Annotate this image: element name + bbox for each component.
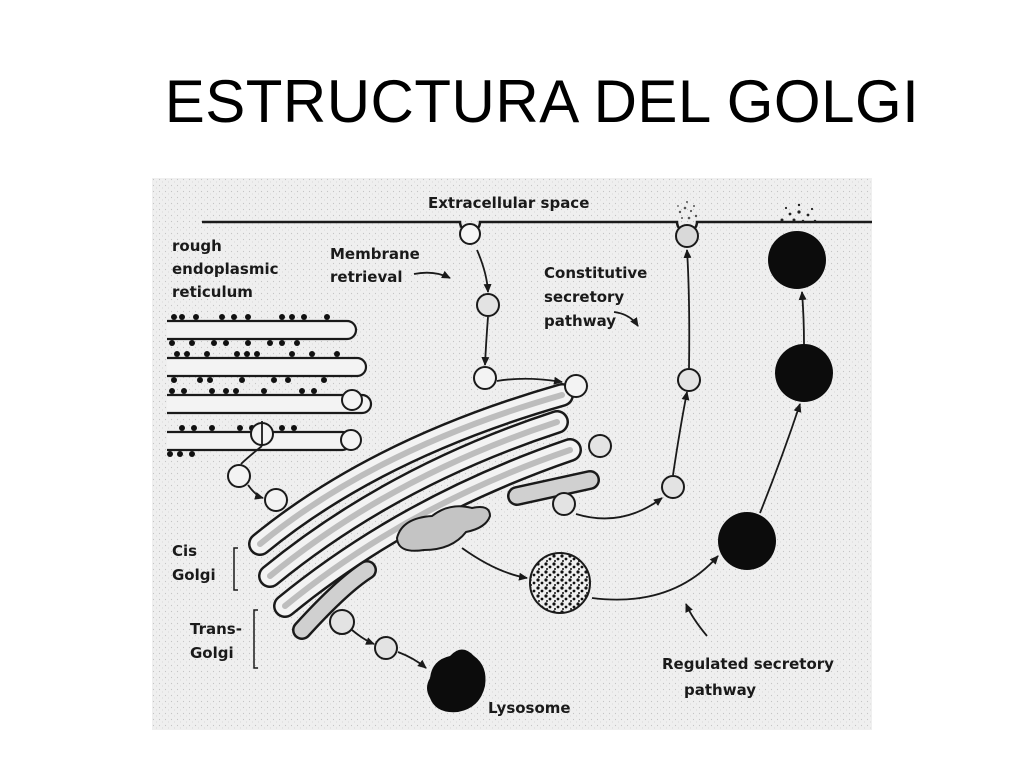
vesicle-to-cis-arrow — [247, 484, 264, 500]
golgi-stack — [248, 383, 582, 640]
constitutive-vesicle — [677, 368, 701, 392]
cis-golgi-vesicle — [340, 429, 362, 451]
label-constitutive-1: Constitutive — [544, 264, 647, 282]
constitutive-vesicle — [661, 475, 685, 499]
transport-vesicle — [264, 488, 288, 512]
label-rough-er-2: endoplasmic — [172, 260, 279, 278]
constitutive-route-arrow — [575, 497, 663, 520]
lysosomal-vesicle — [374, 636, 398, 660]
regulated-pointer — [685, 603, 708, 637]
to-lysosome-arrow — [397, 651, 427, 669]
golgi-vesicle — [564, 374, 588, 398]
label-rough-er-1: rough — [172, 237, 222, 255]
label-trans-golgi-1: Trans- — [190, 620, 242, 638]
er-bud-vesicle — [341, 389, 363, 411]
regulated-up-arrow — [759, 403, 802, 514]
retrieval-arrow — [481, 316, 490, 366]
constitutive-release-arrow — [683, 249, 692, 369]
constitutive-pointer — [613, 311, 639, 327]
label-membrane-retrieval-2: retrieval — [330, 268, 403, 286]
exocytosing-granule — [768, 231, 826, 289]
golgi-diagram: Extracellular space rough endoplasmic re… — [152, 178, 872, 730]
regulated-release-arrow — [798, 291, 807, 345]
label-extracellular-space: Extracellular space — [428, 194, 589, 212]
vacuole-to-granule-arrow — [461, 547, 528, 581]
trans-golgi-vesicle — [329, 609, 355, 635]
label-constitutive-2: secretory — [544, 288, 624, 306]
trans-bracket — [253, 609, 258, 669]
constitutive-fusion-vesicle — [675, 224, 699, 248]
label-regulated-2: pathway — [684, 681, 756, 699]
label-constitutive-3: pathway — [544, 312, 616, 330]
er-connector — [240, 445, 263, 465]
retrieved-vesicle — [473, 366, 497, 390]
constitutive-up-arrow — [672, 391, 690, 476]
label-rough-er-3: reticulum — [172, 283, 253, 301]
regulated-release-cloud — [780, 203, 817, 223]
condensing-vacuole — [395, 505, 492, 552]
membrane-retrieval-pointer — [413, 270, 451, 279]
golgi-diagram-svg: Extracellular space rough endoplasmic re… — [152, 178, 872, 730]
secretory-granule — [718, 512, 776, 570]
immature-secretory-granule — [529, 552, 591, 614]
label-cis-golgi-1: Cis — [172, 542, 197, 560]
label-cis-golgi-2: Golgi — [172, 566, 216, 584]
secretory-granule — [775, 344, 833, 402]
transport-vesicle — [227, 464, 251, 488]
ribosomes — [167, 314, 340, 457]
slide-title: ESTRUCTURA DEL GOLGI — [164, 68, 920, 135]
label-membrane-retrieval-1: Membrane — [330, 245, 420, 263]
diagram-texture — [152, 178, 872, 730]
budding-vesicle — [552, 492, 576, 516]
constitutive-release-cloud — [677, 201, 698, 220]
golgi-arrow — [496, 376, 563, 385]
maturation-arrow — [591, 555, 719, 601]
trans-to-vesicle-arrow — [351, 629, 375, 645]
label-trans-golgi-2: Golgi — [190, 644, 234, 662]
endocytosis-arrow — [476, 249, 492, 293]
cis-bracket — [233, 547, 238, 591]
endocytic-pit — [459, 223, 481, 245]
retrieved-vesicle — [476, 293, 500, 317]
label-regulated-1: Regulated secretory — [662, 655, 834, 673]
trans-cisterna-lumen — [509, 472, 598, 504]
golgi-vesicle — [588, 434, 612, 458]
lysosome — [427, 649, 486, 713]
label-lysosome: Lysosome — [488, 699, 571, 717]
